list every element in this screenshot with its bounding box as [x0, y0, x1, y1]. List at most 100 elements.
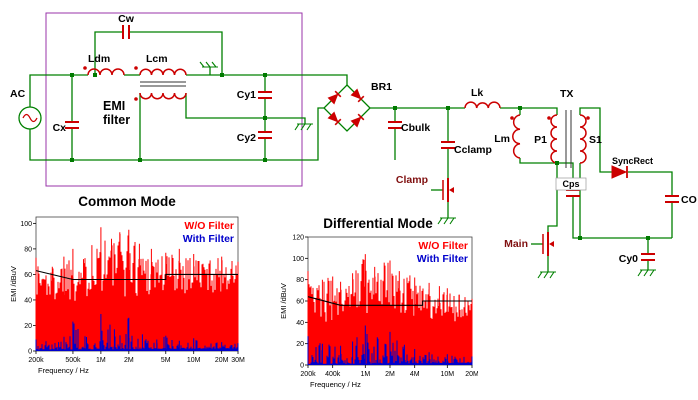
- grounds: [199, 61, 656, 279]
- svg-text:0: 0: [28, 349, 32, 356]
- syncrect-label: SyncRect: [612, 156, 653, 166]
- svg-text:4M: 4M: [410, 371, 420, 378]
- polarity-dot: [547, 116, 551, 120]
- polarity-dot: [134, 66, 138, 70]
- cw-capacitor: [122, 25, 130, 39]
- clamp-mosfet: [442, 178, 454, 202]
- cbulk-label: Cbulk: [401, 122, 430, 134]
- lk-inductor: [464, 101, 501, 109]
- schematic-labels: AC Cx Cw Ldm Lcm EMI filter Cy1 Cy2 BR1 …: [10, 13, 697, 265]
- svg-text:W/O Filter: W/O Filter: [184, 220, 234, 232]
- svg-text:120: 120: [292, 235, 304, 242]
- svg-text:20M: 20M: [215, 357, 229, 364]
- svg-text:80: 80: [296, 277, 304, 284]
- svg-text:With Filter: With Filter: [417, 253, 468, 265]
- ground-icon: [199, 61, 218, 68]
- br1-label: BR1: [371, 81, 392, 93]
- diode-icon: [350, 88, 365, 103]
- cclamp-capacitor: [441, 141, 455, 149]
- ac-label: AC: [10, 88, 26, 100]
- bridge-rectifier: [323, 84, 371, 132]
- wires: [29, 31, 673, 272]
- svg-text:EMI /dBuV: EMI /dBuV: [279, 283, 288, 319]
- cy0-capacitor: [641, 253, 655, 261]
- cps-label: Cps: [562, 179, 579, 189]
- svg-text:500k: 500k: [65, 357, 81, 364]
- polarity-dot: [510, 116, 514, 120]
- common-mode-title: Common Mode: [78, 194, 176, 209]
- svg-text:40: 40: [24, 297, 32, 304]
- co-label: CO: [681, 194, 697, 206]
- ldm-label: Ldm: [88, 53, 110, 65]
- svg-text:60: 60: [24, 272, 32, 279]
- cx-capacitor: [65, 121, 79, 129]
- cps-capacitor: [566, 189, 580, 197]
- junction-nodes: [70, 73, 650, 240]
- differential-mode-title: Differential Mode: [323, 216, 433, 231]
- svg-text:30M: 30M: [231, 357, 245, 364]
- tx-core: [565, 110, 572, 168]
- syncrect-diode: [611, 165, 628, 179]
- cw-label: Cw: [118, 13, 135, 25]
- svg-text:1M: 1M: [96, 357, 106, 364]
- svg-text:200k: 200k: [28, 357, 44, 364]
- tx-label: TX: [560, 88, 573, 100]
- lcm-choke-bottom-winding: [139, 92, 187, 100]
- cy1-capacitor: [258, 91, 272, 99]
- polarity-dot: [586, 116, 590, 120]
- diode-icon: [327, 111, 342, 126]
- s1-label: S1: [589, 134, 602, 146]
- cy2-label: Cy2: [237, 132, 256, 144]
- main-mosfet: [542, 232, 554, 256]
- emi-filter-label-line1: EMI: [103, 99, 125, 113]
- svg-text:60: 60: [296, 299, 304, 306]
- cy0-label: Cy0: [619, 253, 638, 265]
- lm-label: Lm: [494, 133, 510, 145]
- svg-text:10M: 10M: [187, 357, 201, 364]
- lcm-core: [140, 81, 186, 87]
- svg-text:With Filter: With Filter: [183, 233, 234, 245]
- cx-label: Cx: [53, 122, 67, 134]
- svg-text:400k: 400k: [325, 371, 341, 378]
- svg-text:EMI /dBuV: EMI /dBuV: [9, 266, 18, 302]
- cbulk-capacitor: [388, 121, 402, 129]
- svg-text:20: 20: [296, 341, 304, 348]
- ac-source: [18, 106, 42, 130]
- co-capacitor: [665, 195, 679, 203]
- ground-icon: [537, 271, 556, 279]
- diode-icon: [350, 113, 365, 128]
- svg-text:Frequency / Hz: Frequency / Hz: [38, 366, 89, 375]
- emi-filter-label-line2: filter: [103, 113, 130, 127]
- svg-text:5M: 5M: [161, 357, 171, 364]
- ldm-inductor: [87, 68, 125, 76]
- cps-label-box: [555, 177, 587, 191]
- svg-text:200k: 200k: [300, 371, 316, 378]
- tx-primary-winding: [550, 114, 558, 164]
- emi-filter-boundary-box: [45, 12, 303, 187]
- polarity-dot: [83, 66, 87, 70]
- ground-icon: [637, 269, 656, 277]
- ground-icon: [294, 123, 313, 131]
- lk-label: Lk: [471, 87, 483, 99]
- inductors: [83, 66, 590, 168]
- svg-text:2M: 2M: [385, 371, 395, 378]
- diode-icon: [327, 90, 342, 105]
- lcm-choke-top-winding: [139, 68, 187, 76]
- p1-label: P1: [534, 134, 547, 146]
- svg-text:40: 40: [296, 320, 304, 327]
- svg-text:2M: 2M: [124, 357, 134, 364]
- svg-text:1M: 1M: [360, 371, 370, 378]
- svg-text:80: 80: [24, 246, 32, 253]
- ground-icon: [437, 217, 456, 225]
- sine-icon: [22, 113, 38, 123]
- svg-text:20M: 20M: [465, 371, 478, 378]
- lm-inductor: [512, 114, 521, 159]
- svg-text:10M: 10M: [441, 371, 455, 378]
- svg-text:W/O Filter: W/O Filter: [418, 240, 468, 252]
- tx-secondary-winding: [579, 114, 587, 164]
